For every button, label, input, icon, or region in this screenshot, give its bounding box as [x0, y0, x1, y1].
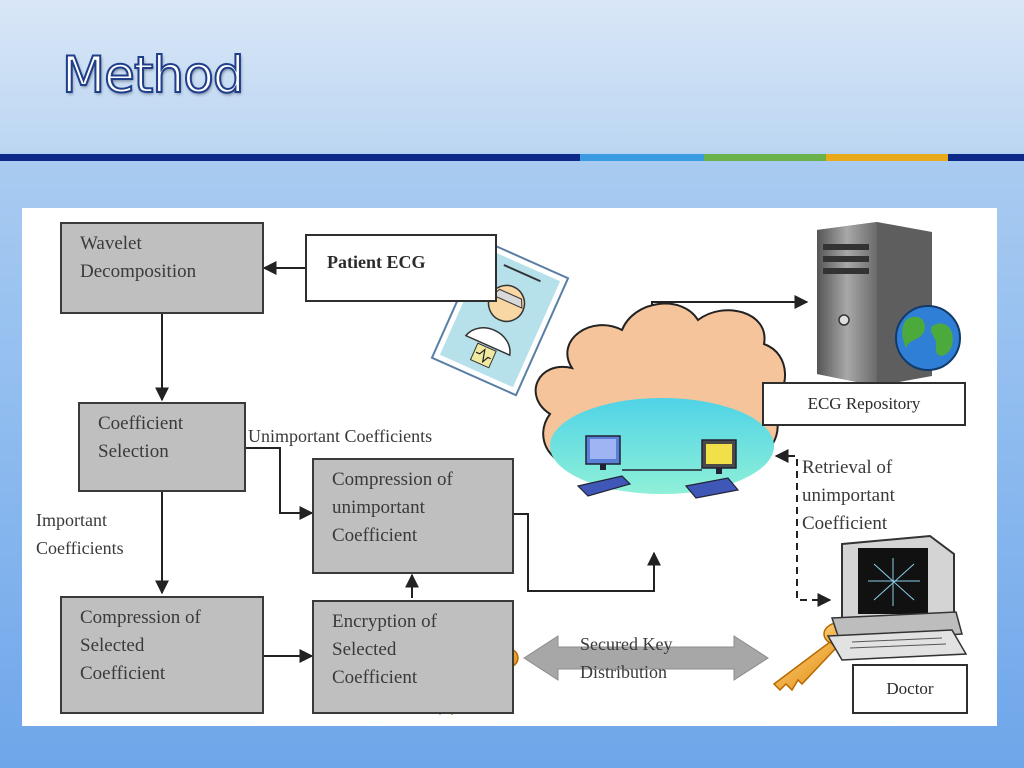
wavelet-decomposition-box: Wavelet Decomposition: [60, 222, 264, 314]
computer-terminal-icon: [826, 534, 968, 661]
slide-title: Method: [61, 45, 246, 105]
doctor-box: Doctor: [852, 664, 968, 714]
arrow-retrieval-dashed: [774, 449, 832, 607]
diagram-graphics: [155, 222, 968, 716]
arrow-unimportant-to-cloud: [514, 513, 661, 592]
encryption-selected-box: Encryption of Selected Coefficient: [312, 600, 514, 714]
connector-lines: [155, 261, 832, 663]
accent-bar-navy: [0, 154, 580, 161]
accent-bar-orange: [826, 154, 948, 161]
secured-key-label: Secured Key Distribution: [580, 634, 673, 682]
unimportant-coefficients-label: Unimportant Coefficients: [248, 426, 433, 446]
accent-bar-navy-end: [948, 154, 1024, 161]
cloud-network-icon: [534, 302, 786, 499]
compression-unimportant-box: Compression of unimportant Coefficient: [312, 458, 514, 574]
accent-bar-green: [704, 154, 826, 161]
patient-ecg-box: Patient ECG: [305, 234, 497, 302]
important-coefficients-label: Important Coefficients: [36, 510, 124, 558]
compression-selected-box: Compression of Selected Coefficient: [60, 596, 264, 714]
arrow-selection-to-unimportant: [246, 447, 314, 520]
globe-icon: [895, 305, 961, 371]
coefficient-selection-box: Coefficient Selection: [78, 402, 246, 492]
ecg-repository-box: ECG Repository: [762, 382, 966, 426]
accent-bar-blue: [580, 154, 704, 161]
patient-ecg-clipart-icon: [430, 239, 570, 397]
method-diagram: Wavelet Decomposition Coefficient Select…: [22, 208, 997, 726]
retrieval-label: Retrieval of unimportant Coefficient: [802, 457, 895, 534]
secured-key-double-arrow: [523, 635, 769, 681]
